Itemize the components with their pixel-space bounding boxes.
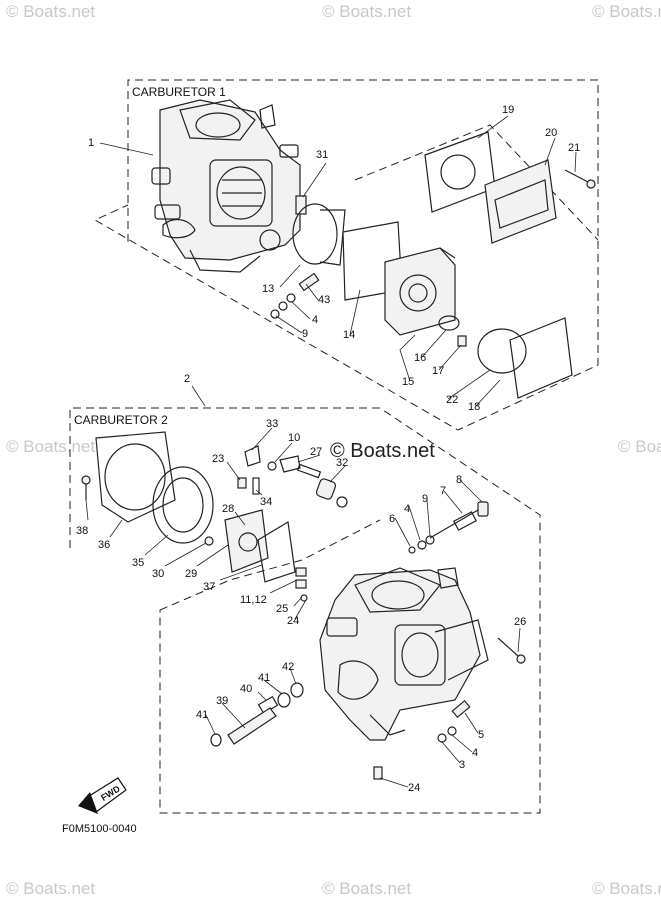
callout-28: 28 — [222, 503, 234, 515]
callout-15: 15 — [402, 376, 414, 388]
callout-40: 40 — [240, 683, 252, 695]
callout-4-carb1: 4 — [312, 314, 318, 326]
carb2-leader-lines — [85, 427, 521, 788]
carb1-part-20-cover — [484, 159, 557, 244]
carb1-part-15-pump-body — [384, 247, 456, 336]
carb2-part-35-diaphragm — [152, 466, 214, 544]
callout-31: 31 — [316, 149, 328, 161]
callout-17: 17 — [432, 365, 444, 377]
callout-27: 27 — [310, 446, 322, 458]
callout-10: 10 — [288, 432, 300, 444]
callout-36: 36 — [98, 539, 110, 551]
watermark-top-right: © Boats.net — [592, 2, 661, 21]
carb2-part-26-screw — [497, 637, 526, 664]
carb2-small-parts-lower — [437, 699, 471, 743]
callout-6: 6 — [389, 513, 395, 525]
callout-5: 5 — [478, 729, 484, 741]
carb1-part-31-screw — [295, 195, 307, 215]
watermark-top-left: © Boats.net — [6, 2, 95, 21]
carb1-part-21-screw — [564, 169, 596, 189]
callout-24-lower: 24 — [408, 782, 420, 794]
fwd-arrow-icon: FWD — [78, 777, 127, 814]
carb1-gasket-guide — [354, 124, 599, 241]
carb1-dashed-border — [93, 79, 599, 431]
callout-25: 25 — [276, 603, 288, 615]
carburetor-2-group: CARBURETOR 2 — [69, 407, 541, 814]
watermark-mid-left: © Boats.net — [6, 437, 95, 456]
callout-1: 1 — [88, 137, 94, 149]
watermark-mid-right: © Boats.net — [618, 437, 661, 456]
callout-8: 8 — [456, 474, 462, 486]
callout-11-12: 11,12 — [240, 594, 267, 606]
carb2-part-24-screw — [373, 766, 383, 780]
carb2-part-29-screw — [204, 536, 214, 546]
callout-7: 7 — [440, 485, 446, 497]
carb1-part-16-washer — [438, 315, 460, 331]
callout-32: 32 — [336, 457, 348, 469]
callout-42: 42 — [282, 661, 294, 673]
carburetor-1-group: CARBURETOR 1 — [88, 79, 599, 431]
figure-code: F0M5100-0040 — [62, 823, 137, 835]
carb1-section-label: CARBURETOR 1 — [132, 85, 226, 99]
callout-43: 43 — [318, 294, 330, 306]
carb1-part-17-screw — [457, 335, 467, 347]
carb2-throttle-shaft — [210, 682, 304, 747]
callout-41-lower: 41 — [196, 709, 208, 721]
callout-13: 13 — [262, 283, 274, 295]
callout-24-upper: 24 — [287, 615, 299, 627]
callout-34: 34 — [260, 496, 272, 508]
carb2-needle-assembly — [408, 501, 489, 554]
callout-38: 38 — [76, 525, 88, 537]
callout-14: 14 — [343, 329, 355, 341]
callout-26: 26 — [514, 616, 526, 628]
carb2-section-label: CARBURETOR 2 — [74, 413, 168, 427]
carb2-dashed-border — [69, 407, 541, 814]
carb2-part-38-screw — [81, 475, 91, 500]
callout-23: 23 — [212, 453, 224, 465]
callout-37: 37 — [203, 581, 215, 593]
carb2-part-28-pump-cover — [224, 509, 269, 573]
callout-4-lower: 4 — [472, 747, 478, 759]
callout-30: 30 — [152, 568, 164, 580]
callout-2-leader — [191, 385, 206, 407]
callout-2: 2 — [184, 373, 190, 385]
watermark-top-center: © Boats.net — [322, 2, 411, 21]
carb1-small-fittings — [270, 272, 320, 319]
callout-18: 18 — [468, 401, 480, 413]
callout-4-carb2: 4 — [404, 503, 410, 515]
watermark-center: © Boats.net — [330, 440, 435, 462]
callout-21: 21 — [568, 142, 580, 154]
callout-35: 35 — [132, 557, 144, 569]
watermark-bottom-left: © Boats.net — [6, 879, 95, 898]
watermark-bottom-center: © Boats.net — [322, 879, 411, 898]
carb1-part-22-diaphragm — [477, 328, 527, 374]
watermark-bottom-right: © Boats.net — [592, 879, 661, 898]
carb1-part-13-diaphragm — [292, 203, 346, 266]
callout-33: 33 — [266, 418, 278, 430]
carb2-part-36-gasket — [95, 431, 176, 523]
callout-20: 20 — [545, 127, 557, 139]
callout-16: 16 — [414, 352, 426, 364]
callout-22: 22 — [446, 394, 458, 406]
carb2-small-parts-mid — [295, 567, 308, 602]
carb1-body — [151, 99, 301, 273]
callout-9-carb2: 9 — [422, 493, 428, 505]
callout-39: 39 — [216, 695, 228, 707]
carb1-part-19-gasket — [424, 131, 496, 213]
carb1-part-18-gasket — [509, 317, 573, 399]
carb2-part-37-plate — [257, 521, 296, 583]
callout-9-carb1: 9 — [302, 328, 308, 340]
carb2-body — [319, 567, 489, 741]
carb1-leader-lines — [99, 115, 577, 407]
callout-29: 29 — [185, 568, 197, 580]
callout-3: 3 — [459, 759, 465, 771]
carb2-small-parts-upper — [237, 445, 348, 508]
callout-41-upper: 41 — [258, 672, 270, 684]
callout-19: 19 — [502, 104, 514, 116]
